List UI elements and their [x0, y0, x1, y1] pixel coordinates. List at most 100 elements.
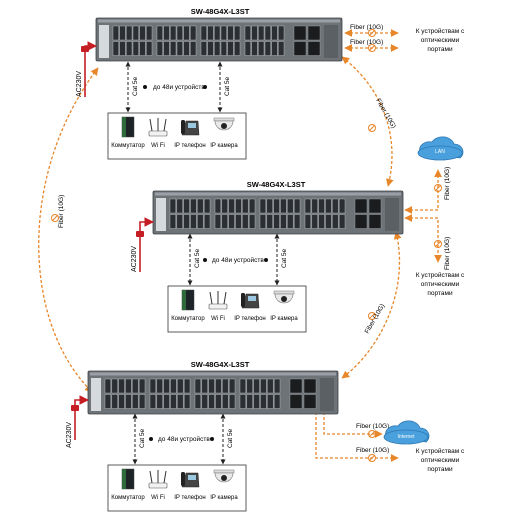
rj45-port	[253, 394, 260, 409]
rj45-port	[194, 378, 202, 394]
rj45-port	[338, 214, 346, 229]
device-ip-camera-label: IP камера	[270, 316, 298, 322]
rj45-port	[311, 198, 318, 214]
rj45-port	[112, 41, 119, 56]
rj45-port	[214, 198, 222, 214]
rj45-port	[149, 378, 157, 394]
switch-2-title: SW-48G4X-L3ST	[247, 180, 306, 189]
rj45-port	[271, 41, 278, 56]
cat5e-label: Cat 5e	[139, 428, 146, 448]
rj45-port	[132, 378, 139, 394]
rj45-port	[251, 41, 258, 56]
rj45-port	[228, 198, 235, 214]
sfp-port	[368, 198, 382, 214]
rj45-port	[253, 378, 260, 394]
cloud-internet-icon: Internet	[383, 420, 430, 445]
rj45-port	[126, 41, 133, 56]
rj45-port	[234, 41, 241, 56]
rj45-port	[118, 394, 125, 409]
rj45-port	[318, 198, 325, 214]
rj45-port	[266, 214, 273, 229]
optical-ports-line: портами	[427, 46, 453, 53]
rj45-port	[201, 394, 208, 409]
rj45-port	[304, 214, 312, 229]
rj45-port	[214, 41, 221, 56]
rj45-port	[132, 394, 139, 409]
cloud-lan-icon: LAN	[417, 136, 464, 161]
device-count-label: до 48и устройств	[153, 83, 205, 91]
rj45-port	[325, 198, 332, 214]
rj45-port	[227, 41, 234, 56]
rj45-port	[280, 198, 287, 214]
rj45-port	[156, 394, 163, 409]
rj45-port	[190, 214, 197, 229]
power-line-2	[139, 217, 154, 272]
rj45-port	[112, 25, 119, 41]
power-line-3	[74, 395, 89, 440]
optical-ports-label-2: К устройствам с оптическими портами	[416, 271, 465, 297]
rj45-port	[259, 214, 267, 229]
power-plug-icon	[136, 231, 144, 237]
rj45-port	[176, 41, 183, 56]
cloud-label-internet: Internet	[398, 434, 416, 440]
switch-top-edge	[98, 19, 340, 23]
rj45-port	[170, 25, 177, 41]
optical-ports-line: К устройствам с	[416, 27, 465, 35]
rj45-port	[332, 214, 339, 229]
rj45-port	[169, 198, 177, 214]
rj45-port	[119, 41, 126, 56]
optical-ports-line: К устройствам с	[416, 447, 465, 455]
switch-1	[95, 17, 343, 62]
rj45-port	[234, 25, 241, 41]
optical-ports-label-1: К устройствам с оптическими портами	[416, 27, 465, 53]
rj45-port	[111, 378, 118, 394]
rj45-port	[227, 25, 234, 41]
fiber-uplink-sw2-lan	[404, 169, 442, 214]
rj45-port	[246, 378, 253, 394]
fiber-link-sw1-sw2	[341, 56, 394, 187]
rj45-port	[214, 25, 221, 41]
rj45-port	[200, 25, 207, 41]
cloud-label-lan: LAN	[435, 149, 445, 155]
optical-ports-line: оптическими	[421, 281, 460, 288]
status-panel	[324, 25, 338, 58]
rj45-port	[259, 198, 267, 214]
rj45-port	[138, 394, 146, 409]
fiber-label-sw1-sw2: Fiber (10G)	[374, 98, 397, 130]
rj45-port	[266, 198, 273, 214]
ip-camera-icon	[273, 290, 295, 304]
rj45-port	[207, 41, 214, 56]
rj45-port	[170, 394, 177, 409]
rj45-port	[267, 378, 274, 394]
rj45-port	[304, 198, 312, 214]
fiber-connector-icon	[368, 44, 376, 52]
device-switch-label: Коммутатор	[171, 316, 205, 322]
rj45-port	[244, 41, 251, 56]
fiber-label-sw2-ports: Fiber (10G)	[444, 237, 451, 270]
rj45-port	[332, 198, 339, 214]
rj45-port	[139, 25, 146, 41]
optical-ports-line: оптическими	[421, 457, 460, 464]
rj45-port	[235, 214, 242, 229]
rj45-port	[273, 378, 281, 394]
optical-ports-line: портами	[427, 290, 453, 297]
fiber-link-sw1-sw3	[38, 67, 99, 393]
sfp-port	[354, 198, 368, 214]
rj45-port	[190, 41, 197, 56]
rj45-port	[125, 378, 132, 394]
rj45-port	[242, 198, 249, 214]
cat5e-labels: Cat 5e Cat 5e Cat 5e Cat 5e Cat 5e Cat 5…	[132, 76, 288, 448]
rj45-port	[271, 25, 278, 41]
switch-2	[152, 190, 404, 235]
switch-device-icon	[121, 116, 135, 138]
switch-top-edge	[90, 372, 336, 376]
sfp-port	[368, 214, 382, 229]
rj45-port	[176, 214, 183, 229]
rj45-port	[156, 378, 163, 394]
rj45-port	[118, 378, 125, 394]
sfp-port	[293, 41, 307, 56]
rj45-port	[258, 41, 265, 56]
